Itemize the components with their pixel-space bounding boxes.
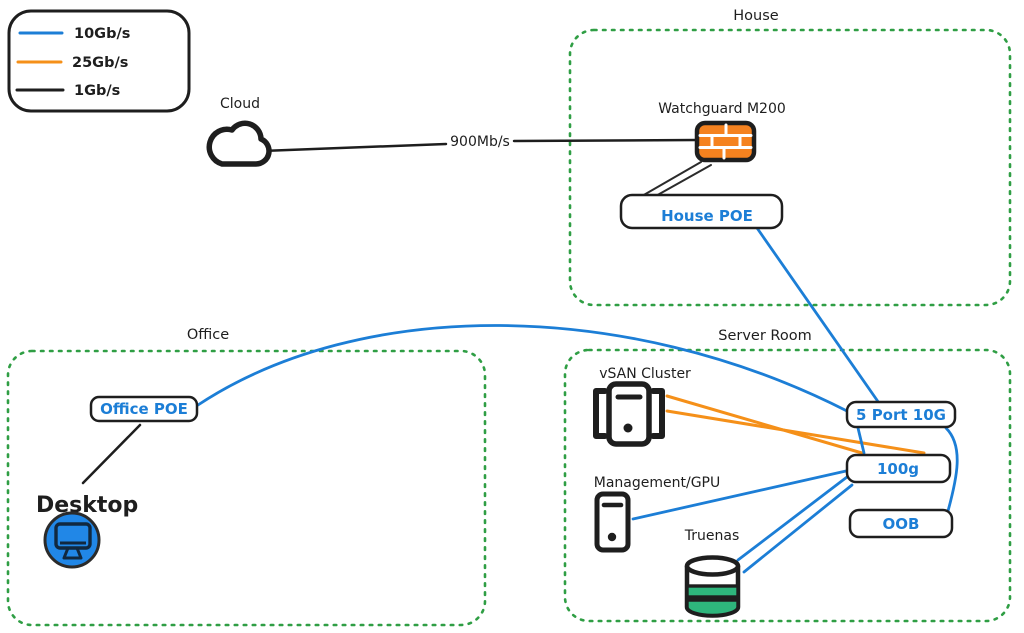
mgmt-node: Management/GPU	[594, 475, 720, 553]
switch-10g-box	[845, 400, 957, 429]
database-icon	[684, 555, 741, 618]
office-poe-box	[89, 395, 199, 423]
firewall-node: Watchguard M200	[658, 101, 786, 163]
firewall-icon	[694, 120, 757, 163]
house-poe-label: House POE	[661, 207, 753, 225]
desktop-label: Desktop	[36, 493, 138, 518]
link-vsan-100g-2	[665, 409, 926, 455]
link-mgmt-100g	[631, 469, 848, 521]
switch-100g-box	[845, 453, 952, 484]
wan-speed-label: 900Mb/s	[450, 134, 510, 150]
vsan-label: vSAN Cluster	[599, 366, 691, 382]
link-vsan-100g-1	[665, 394, 864, 455]
link-switch10g-100g	[856, 426, 866, 455]
vsan-node: vSAN Cluster	[593, 366, 691, 447]
oob-label: OOB	[883, 515, 920, 533]
server-room-zone-label: Server Room	[718, 328, 811, 344]
firewall-label: Watchguard M200	[658, 101, 786, 117]
mgmt-label: Management/GPU	[594, 475, 720, 491]
switch-100g-label: 100g	[877, 460, 919, 478]
house-zone-label: House	[733, 8, 779, 24]
switch-100g-node: 100g	[845, 453, 952, 484]
switch-10g-node: 5 Port 10G	[845, 400, 957, 429]
link-truenas-100g-2	[742, 483, 854, 574]
cloud-node: Cloud	[206, 96, 272, 167]
link-officepoe-desktop	[81, 423, 142, 485]
server-tower-icon	[594, 491, 631, 553]
house-poe-box	[619, 193, 784, 230]
house-zone-border	[568, 28, 1012, 307]
cloud-label: Cloud	[220, 96, 260, 112]
house-poe-node: House POE	[619, 193, 784, 230]
legend-label-1gbs: 1Gb/s	[74, 83, 120, 99]
office-poe-label: Office POE	[100, 400, 188, 418]
server-room-zone-border	[563, 348, 1012, 623]
desktop-node: Desktop	[36, 493, 138, 569]
office-zone-label: Office	[187, 327, 229, 343]
office-poe-node: Office POE	[89, 395, 199, 423]
link-housepoe-switch10g	[755, 226, 881, 405]
legend-label-10gbs: 10Gb/s	[74, 26, 130, 42]
legend-border	[7, 9, 191, 113]
oob-node: OOB	[848, 508, 954, 539]
cloud-icon	[206, 120, 272, 167]
link-cloud-firewall-left	[260, 142, 448, 153]
switch-10g-label: 5 Port 10G	[856, 406, 946, 424]
office-zone-border	[6, 349, 487, 627]
link-officepoe-switch10g	[196, 324, 849, 413]
legend-label-25gbs: 25Gb/s	[72, 55, 128, 71]
truenas-node: Truenas	[684, 528, 741, 618]
vsan-cluster-icon	[593, 381, 665, 447]
oob-box	[848, 508, 954, 539]
link-switch10g-oob	[944, 426, 959, 513]
truenas-label: Truenas	[684, 528, 739, 544]
legend: 10Gb/s 25Gb/s 1Gb/s	[7, 9, 191, 113]
link-cloud-firewall-right	[512, 138, 699, 143]
link-truenas-100g-1	[736, 475, 849, 562]
link-firewall-housepoe-1	[641, 161, 702, 197]
desktop-icon	[43, 511, 101, 569]
link-firewall-housepoe-2	[653, 164, 712, 198]
